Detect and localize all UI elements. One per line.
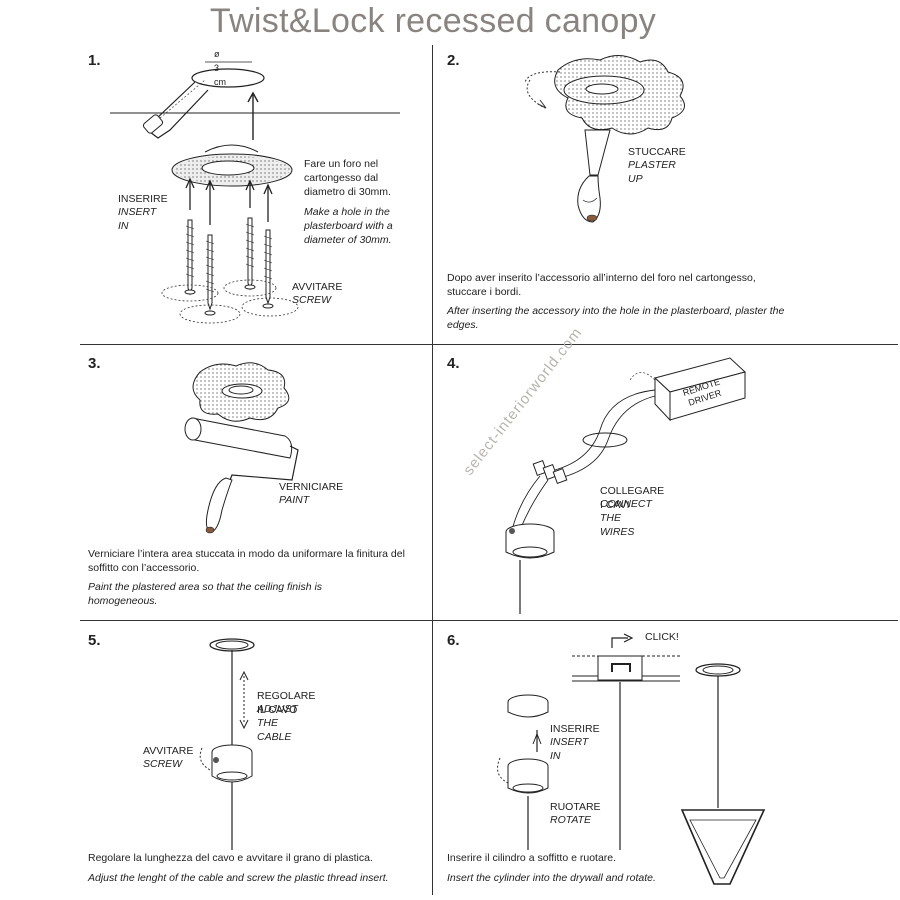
step-2-label-it: STUCCARE bbox=[628, 146, 686, 158]
step-1-description-it: Fare un foro nel cartongesso dal diametr… bbox=[304, 158, 391, 198]
grid-divider-vertical bbox=[432, 45, 433, 895]
grid-divider-horizontal-1 bbox=[80, 344, 898, 345]
step-3-label-en: PAINT bbox=[279, 494, 310, 506]
grid-divider-horizontal-2 bbox=[80, 620, 898, 621]
step-5-screw-label-en: SCREW bbox=[143, 758, 183, 770]
step-1-number: 1. bbox=[88, 52, 101, 69]
step-5-screw-label-it: AVVITARE bbox=[143, 745, 194, 757]
step-5-adjust-label-en: ADJUST THE CABLE bbox=[257, 703, 298, 743]
step-6-insert-label-en: INSERT IN bbox=[550, 736, 589, 762]
step-3-number: 3. bbox=[88, 355, 101, 372]
step-5-description-it: Regolare la lunghezza del cavo e avvitar… bbox=[88, 852, 373, 864]
step-4-number: 4. bbox=[447, 355, 460, 372]
step-3-label-it: VERNICIARE bbox=[279, 481, 344, 493]
step-1-screw-label-en: SCREW bbox=[292, 294, 332, 306]
step-2-description-en: After inserting the accessory into the h… bbox=[447, 305, 785, 331]
step-2-label-en: PLASTER UP bbox=[628, 159, 676, 185]
step-5-adjust-label-it: REGOLARE IL CAVO bbox=[257, 690, 316, 716]
step-2-number: 2. bbox=[447, 52, 460, 69]
step-4-label-en: CONNECT THE WIRES bbox=[600, 498, 652, 538]
step-6-insert-label-it: INSERIRE bbox=[550, 723, 600, 735]
step-3-description-en: Paint the plastered area so that the cei… bbox=[88, 581, 323, 607]
step-1-insert-label-it: INSERIRE bbox=[118, 193, 168, 205]
step-6-rotate-label-en: ROTATE bbox=[550, 814, 592, 826]
step-3-description-it: Verniciare l’intera area stuccata in mod… bbox=[88, 548, 405, 574]
step-1-description-en: Make a hole in the plasterboard with a d… bbox=[304, 206, 393, 246]
step-2-description-it: Dopo aver inserito l’accessorio all’inte… bbox=[447, 272, 756, 298]
step-4-label-it: COLLEGARE I CAVI bbox=[600, 485, 665, 511]
step-6-description-it: Inserire il cilindro a soffitto e ruotar… bbox=[447, 852, 617, 864]
step-1-dimension-label: ø 3 cm bbox=[214, 49, 226, 87]
step-6-description-en: Insert the cylinder into the drywall and… bbox=[447, 872, 656, 884]
step-6-click-label: CLICK! bbox=[645, 631, 679, 643]
step-1-screw-label-it: AVVITARE bbox=[292, 281, 343, 293]
step-5-description-en: Adjust the lenght of the cable and screw… bbox=[88, 872, 389, 884]
step-1-insert-label-en: INSERT IN bbox=[118, 206, 157, 232]
step-6-rotate-label-it: RUOTARE bbox=[550, 801, 601, 813]
step-5-number: 5. bbox=[88, 632, 101, 649]
page-title: Twist&Lock recessed canopy bbox=[209, 2, 657, 40]
step-6-number: 6. bbox=[447, 632, 460, 649]
